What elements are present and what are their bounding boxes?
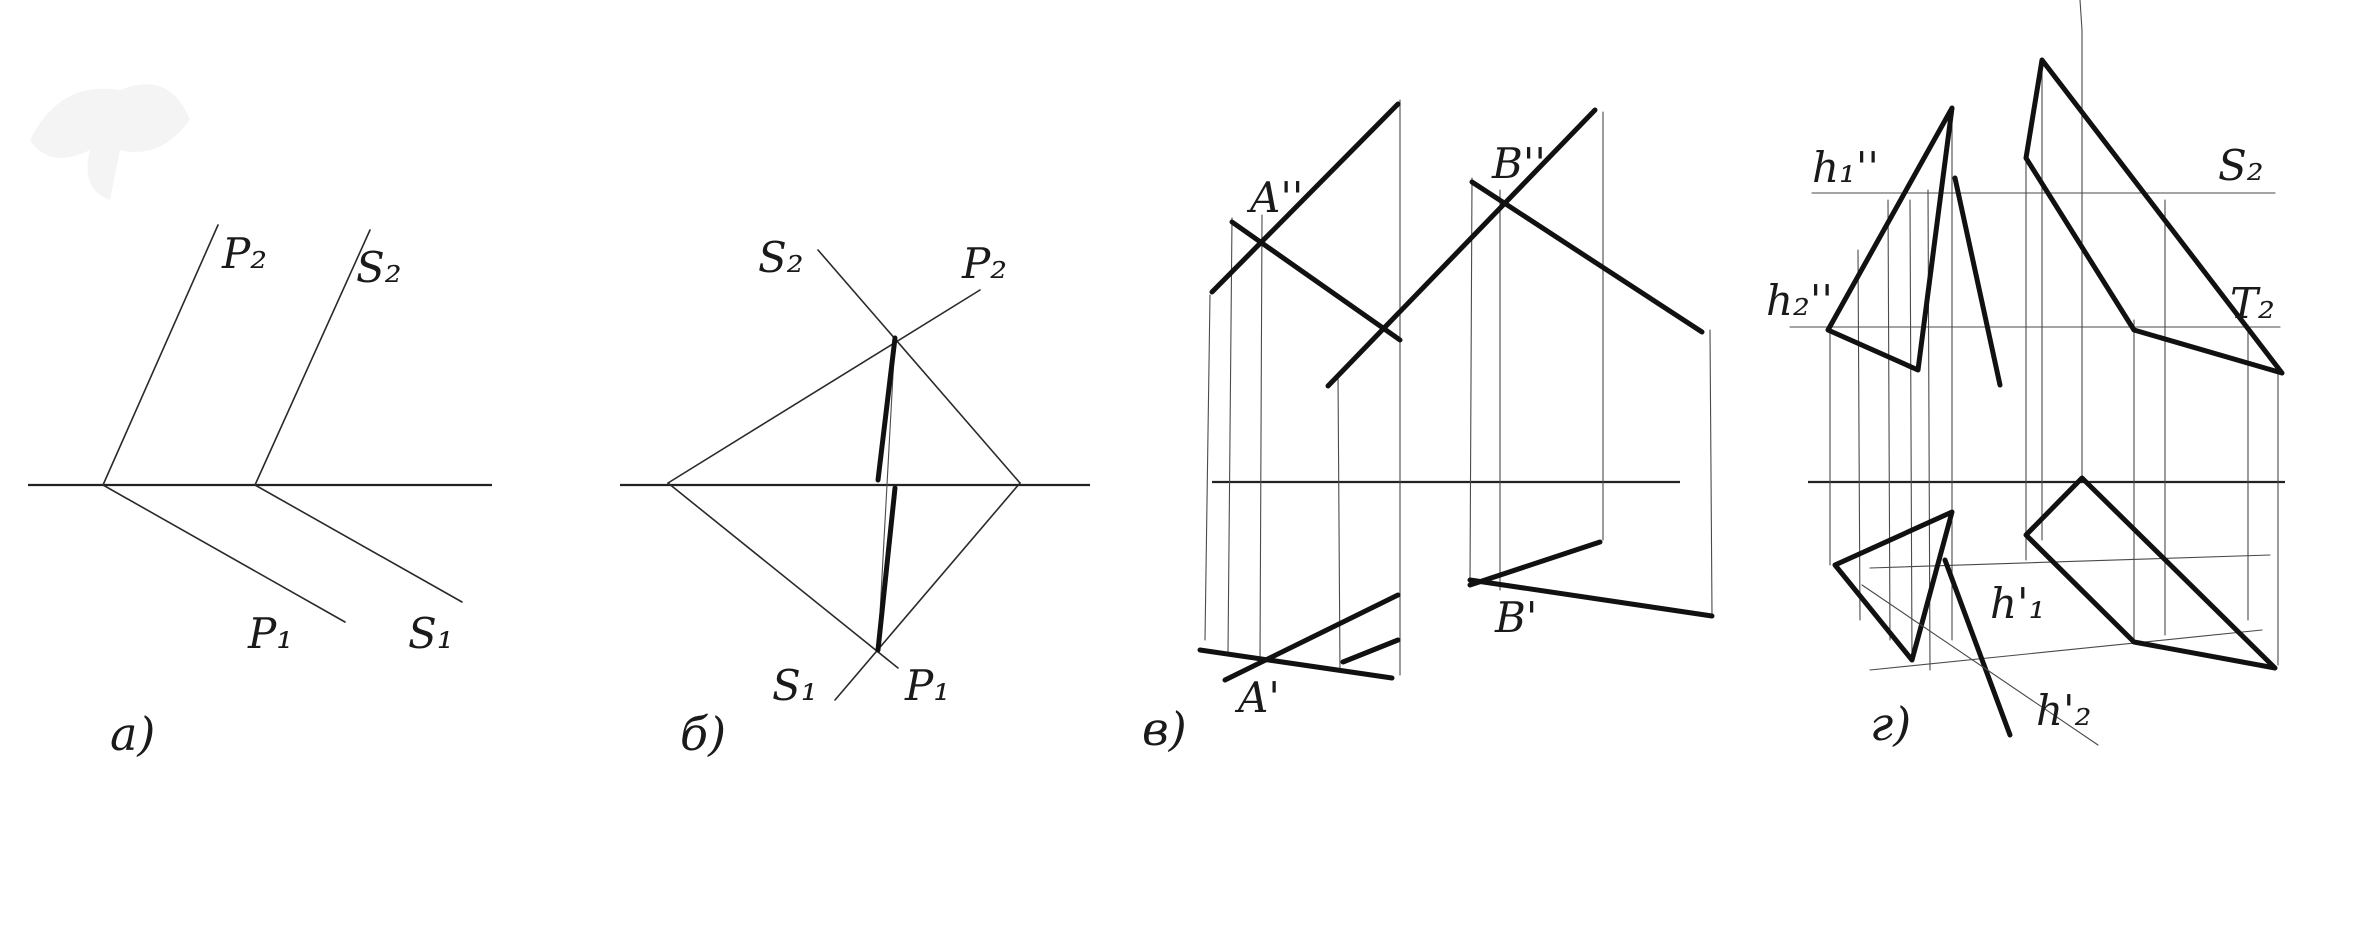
line-a1-v: [1222, 592, 1401, 683]
triangle-top-g: [1832, 509, 1955, 663]
top-border-g: [2079, 0, 2083, 31]
label-s2-g: S₂: [2218, 141, 2264, 190]
line-b2-v: [1325, 107, 1598, 389]
trace-p1-b: [667, 482, 899, 669]
line-a2-v: [1209, 101, 1401, 295]
label-b1-v: B': [1494, 593, 1537, 642]
trace-front-2-v: [1469, 179, 1705, 335]
label-h2pp-g: h₂'': [1766, 276, 1833, 325]
intersection-top-b: [875, 485, 898, 653]
parallelogram-top-g: [2023, 475, 2278, 671]
label-s2-b: S₂: [758, 233, 804, 282]
label-h1pp-g: h₁'': [1812, 143, 1879, 192]
vline-g-4: [1909, 199, 1913, 661]
trace-p2-b: [667, 289, 981, 484]
caption-g: г): [1870, 697, 1911, 751]
caption-v: в): [1142, 702, 1187, 756]
panel-b: S₂ P₂ S₁ P₁ б): [620, 233, 1090, 761]
triangle-front-g: [1825, 105, 1955, 373]
label-a2-v: A'': [1246, 173, 1303, 222]
label-s2-a: S₂: [356, 243, 402, 292]
label-h2p-g: h'₂: [2036, 686, 2091, 735]
panel-a: P₂ S₂ P₁ S₁ a): [28, 224, 492, 761]
panel-g: h₁'' h₂'' S₂ T₂ h'₁ h'₂ г): [1766, 0, 2285, 751]
panel-v: A'' B'' A' B' в): [1142, 99, 1715, 756]
trace-front-1-v: [1229, 219, 1403, 343]
vline-v-6: [1469, 177, 1473, 583]
intersection-front-b: [875, 335, 898, 483]
label-h1p-g: h'₁: [1990, 579, 2045, 628]
trace-top-3-v: [1467, 577, 1715, 619]
vline-v-9: [1709, 329, 1713, 616]
trace-s1-a: [254, 484, 463, 603]
vline-v-3: [1259, 214, 1263, 661]
hline-top-2-g: [1869, 629, 2263, 671]
label-t2-g: T₂: [2230, 279, 2275, 328]
line-h2p-g: [1861, 584, 2099, 746]
label-a1-v: A': [1234, 673, 1280, 722]
vline-g-2: [1857, 249, 1861, 621]
trace-p2-a: [102, 224, 219, 486]
line-front-inner-g: [1952, 175, 2003, 388]
vline-v-2: [1227, 217, 1233, 653]
trace-s1-b: [834, 482, 1021, 701]
vline-g-3: [1887, 199, 1891, 641]
caption-a: a): [110, 707, 155, 761]
line-top-inner-g: [1942, 557, 2013, 738]
label-p1-a: P₁: [247, 609, 293, 658]
label-p2-a: P₂: [221, 229, 267, 278]
smudge-mark: [30, 84, 190, 200]
trace-top-2-v: [1340, 637, 1401, 665]
label-s1-b: S₁: [772, 661, 818, 710]
link-line-b: [877, 337, 896, 651]
vline-v-4: [1337, 374, 1341, 673]
trace-s2-a: [254, 229, 371, 486]
label-b2-v: B'': [1491, 139, 1546, 188]
trace-top-1-v: [1197, 647, 1395, 681]
label-s1-a: S₁: [408, 609, 454, 658]
label-p1-b: P₁: [904, 661, 950, 710]
parallelogram-front-g: [2023, 57, 2285, 376]
trace-p1-a: [102, 484, 346, 623]
caption-b: б): [680, 707, 726, 761]
line-b1-v: [1467, 539, 1603, 588]
label-p2-b: P₂: [961, 239, 1007, 288]
vline-v-1: [1204, 294, 1211, 641]
trace-s2-b: [817, 249, 1021, 484]
